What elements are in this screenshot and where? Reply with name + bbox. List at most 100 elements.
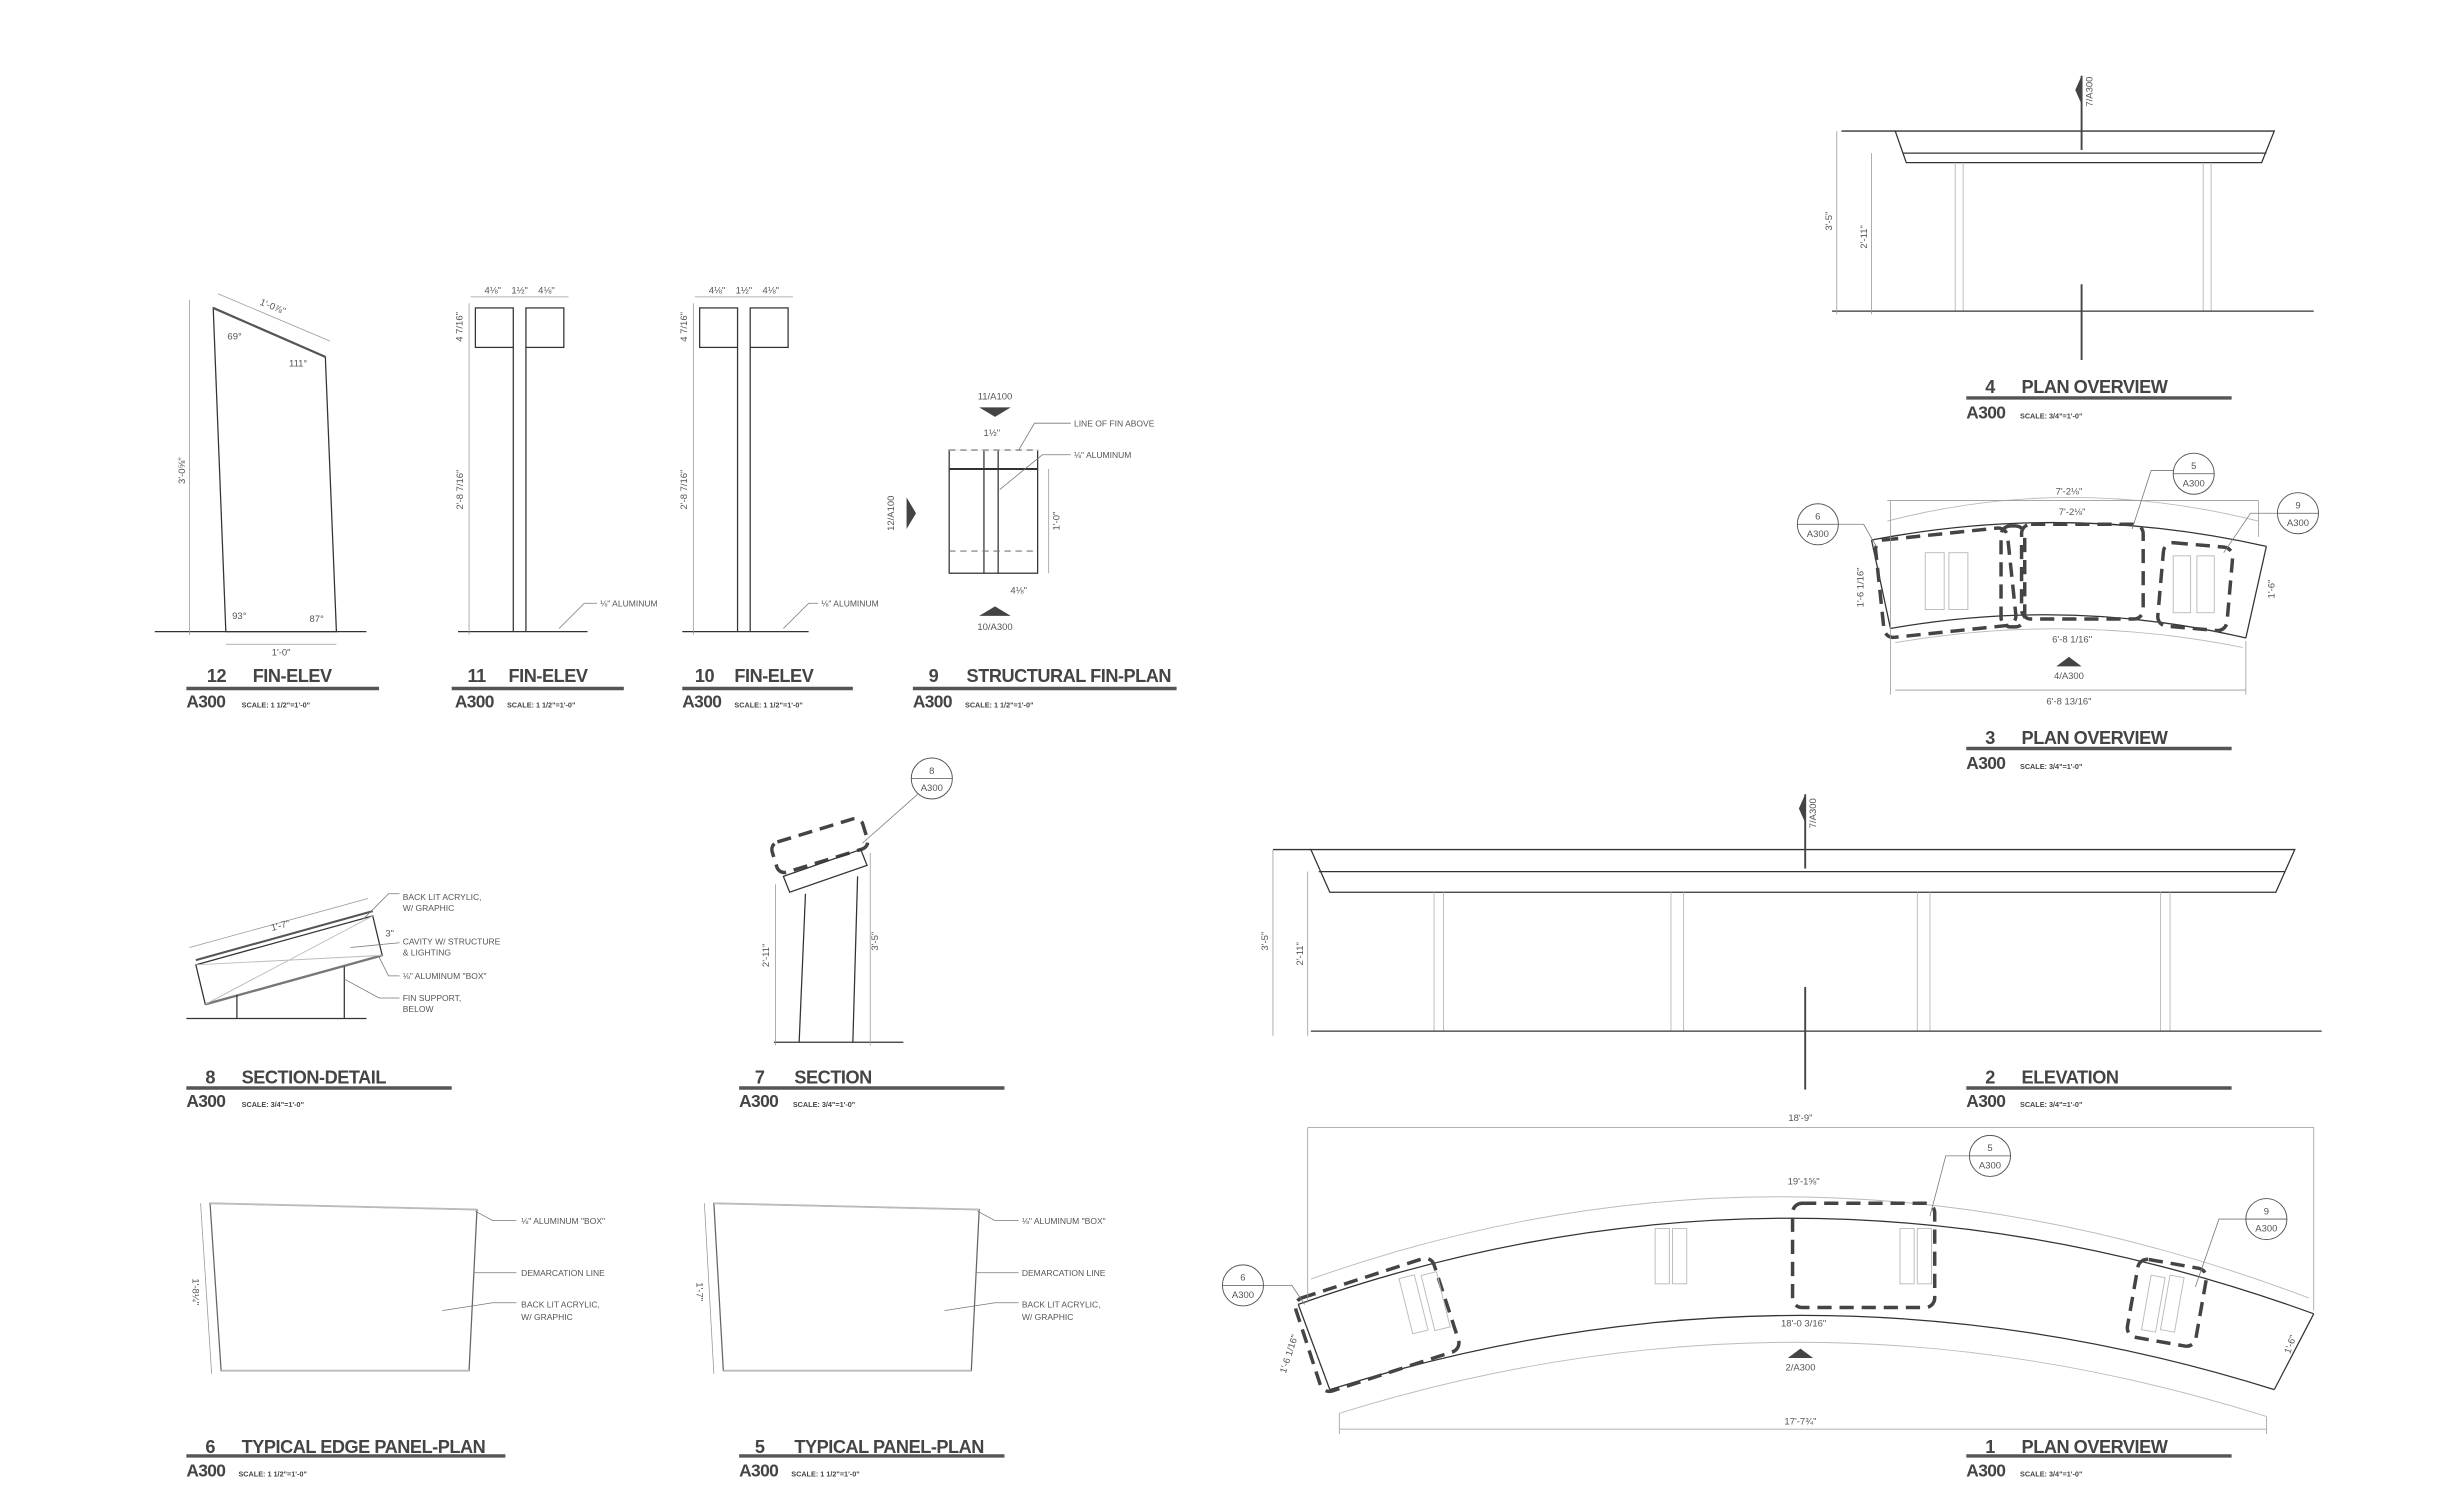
detail-3-plan-overview: 7'-2⅛" 7'-2⅛" 6'-8 1/16" 6'-8 13/16" 1'-…	[1796, 452, 2319, 773]
dim: 6'-8 13/16"	[2046, 696, 2091, 707]
detail-title: FIN-ELEV	[509, 666, 588, 686]
detail-number: 7	[755, 1067, 765, 1087]
detail-number: 10	[695, 666, 715, 686]
note: & LIGHTING	[403, 947, 451, 957]
callout-number: 5	[1987, 1143, 1992, 1154]
dim: 4⅛"	[762, 286, 779, 297]
detail-number: 12	[207, 666, 227, 686]
sheet-ref: A300	[1966, 753, 2005, 773]
detail-callout-bubble[interactable]: 9 A300	[2245, 1198, 2288, 1241]
note: DEMARCATION LINE	[521, 1268, 605, 1278]
angle-label: 111°	[289, 358, 307, 369]
scale-label: SCALE: 1 1/2"=1'-0"	[242, 700, 310, 709]
detail-callout-bubble[interactable]: 6 A300	[1221, 1264, 1264, 1307]
detail-number: 8	[205, 1067, 215, 1087]
detail-title: STRUCTURAL FIN-PLAN	[967, 666, 1172, 686]
scale-label: SCALE: 3/4"=1'-0"	[793, 1100, 855, 1109]
callout-sheet: A300	[2287, 518, 2309, 529]
detail-4-plan-overview: 3'-5" 2'-11" 7/A300 4 PLAN OVERVIEW A300…	[1824, 75, 2314, 422]
note: CAVITY W/ STRUCTURE	[403, 936, 501, 946]
detail-title: PLAN OVERVIEW	[2022, 728, 2169, 748]
note: ⅛" ALUMINUM "BOX"	[521, 1216, 605, 1226]
section-ref: 7/A300	[2085, 77, 2096, 107]
dim-base: 1'-0"	[272, 647, 291, 658]
callout-sheet: A300	[2255, 1224, 2277, 1235]
detail-callout-bubble[interactable]: 8 A300	[910, 757, 953, 800]
dim: 7'-2⅛"	[2059, 507, 2086, 518]
dim: 4⅛"	[1010, 586, 1027, 597]
scale-label: SCALE: 3/4"=1'-0"	[2020, 762, 2082, 771]
detail-callout-bubble[interactable]: 5 A300	[1968, 1134, 2011, 1177]
callout-number: 9	[2264, 1206, 2269, 1217]
detail-title: TYPICAL PANEL-PLAN	[794, 1437, 984, 1457]
detail-number: 11	[467, 666, 486, 686]
dim: 4⅛"	[484, 286, 501, 297]
callout-sheet: A300	[921, 783, 943, 794]
note: ⅛" ALUMINUM "BOX"	[1022, 1216, 1106, 1226]
scale-label: SCALE: 3/4"=1'-0"	[2020, 1100, 2082, 1109]
note: BACK LIT ACRYLIC,	[403, 892, 482, 902]
callout-number: 6	[1240, 1273, 1245, 1284]
note: ⅛" ALUMINUM "BOX"	[403, 971, 487, 981]
detail-6-typical-edge-panel-plan: 1'-8¼" ⅛" ALUMINUM "BOX" DEMARCATION LIN…	[186, 1202, 605, 1480]
section-ref: 2/A300	[1785, 1363, 1815, 1374]
dim: 4⅛"	[709, 286, 726, 297]
detail-number: 3	[1985, 728, 1995, 748]
detail-title: PLAN OVERVIEW	[2022, 1437, 2169, 1457]
scale-label: SCALE: 1 1/2"=1'-0"	[965, 700, 1033, 709]
detail-title: FIN-ELEV	[253, 666, 332, 686]
callout-number: 9	[2295, 500, 2300, 511]
dim-top: 1'-0⅞"	[258, 297, 287, 317]
scale-label: SCALE: 1 1/2"=1'-0"	[734, 700, 802, 709]
detail-number: 2	[1985, 1067, 1995, 1087]
detail-8-section-detail: 1'-7" 3" BACK LIT ACRYLIC, W/ GRAPHIC CA…	[186, 892, 501, 1111]
note: FIN SUPPORT,	[403, 993, 462, 1003]
note: BELOW	[403, 1004, 435, 1014]
dim: 2'-11"	[1859, 225, 1870, 248]
sheet-ref: A300	[186, 1091, 225, 1111]
dim: 1'-6 1/16"	[1278, 1333, 1301, 1374]
section-arrow-icon	[1798, 794, 1806, 823]
detail-5-typical-panel-plan: 1'-7" ⅛" ALUMINUM "BOX" DEMARCATION LINE…	[693, 1202, 1106, 1480]
callout-sheet: A300	[2183, 478, 2205, 489]
section-ref: 12/A100	[886, 496, 897, 531]
dim-height: 3'-0⅝"	[177, 457, 188, 484]
callout-sheet: A300	[1807, 529, 1829, 540]
dim: 1½"	[511, 286, 528, 297]
section-ref: 11/A100	[978, 392, 1013, 403]
dim: 2'-11"	[1295, 942, 1306, 965]
angle-label: 93°	[232, 611, 247, 622]
scale-label: SCALE: 1 1/2"=1'-0"	[507, 700, 575, 709]
detail-number: 9	[929, 666, 939, 686]
dim: 18'-0 3/16"	[1781, 1318, 1826, 1329]
section-arrow-icon	[979, 407, 1011, 417]
sheet-ref: A300	[1966, 1460, 2005, 1480]
section-ref: 4/A300	[2054, 671, 2084, 682]
dim: 2'-8 7/16"	[455, 470, 466, 510]
detail-12-fin-elevation: 3'-0⅝" 1'-0⅞" 1'-0" 69° 111° 93° 87° 12 …	[154, 293, 380, 711]
note: ⅛" ALUMINUM	[1074, 450, 1131, 460]
detail-callout-bubble[interactable]: 6 A300	[1796, 503, 1839, 546]
sheet-ref: A300	[186, 691, 225, 711]
detail-title: ELEVATION	[2022, 1067, 2119, 1087]
dim: 1'-7"	[270, 918, 291, 934]
sheet-ref: A300	[913, 691, 952, 711]
note: BACK LIT ACRYLIC,	[521, 1300, 600, 1310]
detail-title: PLAN OVERVIEW	[2022, 377, 2169, 397]
scale-label: SCALE: 3/4"=1'-0"	[242, 1100, 304, 1109]
dim: 4 7/16"	[455, 312, 466, 342]
dim: 1'-6 1/16"	[1856, 567, 1867, 607]
angle-label: 69°	[227, 332, 242, 343]
note-aluminum: ⅛" ALUMINUM	[600, 598, 657, 608]
scale-label: SCALE: 1 1/2"=1'-0"	[238, 1469, 306, 1478]
section-arrow-icon	[2075, 75, 2082, 105]
detail-callout-bubble[interactable]: 9 A300	[2276, 492, 2319, 535]
section-ref: 10/A300	[977, 622, 1012, 633]
dim: 1'-6"	[2266, 580, 2277, 599]
note: W/ GRAPHIC	[1022, 1312, 1074, 1322]
detail-number: 4	[1985, 377, 1995, 397]
detail-title: TYPICAL EDGE PANEL-PLAN	[242, 1437, 486, 1457]
dim: 3'-5"	[1260, 932, 1271, 951]
detail-callout-bubble[interactable]: 5 A300	[2172, 452, 2215, 495]
